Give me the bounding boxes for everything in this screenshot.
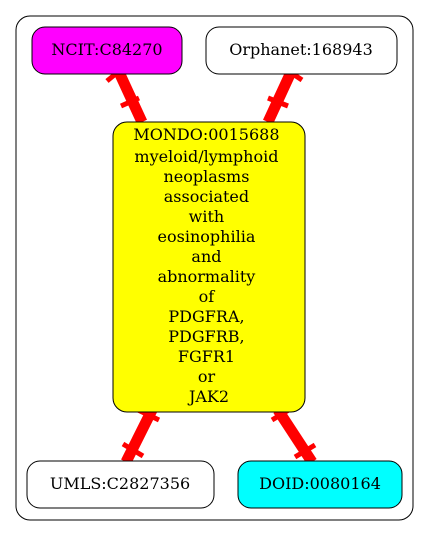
node-doid[interactable]: DOID:0080164 — [237, 460, 403, 509]
node-mondo-center[interactable]: MONDO:0015688 myeloid/lymphoid neoplasms… — [112, 121, 306, 413]
center-line-9: of — [199, 287, 216, 306]
center-line-12: FGFR1 — [178, 347, 235, 366]
cluster-frame — [15, 15, 414, 521]
center-line-8: abnormality — [158, 267, 256, 286]
node-umls-label: UMLS:C2827356 — [50, 474, 190, 493]
center-line-10: PDGFRA, — [168, 307, 244, 326]
node-mondo-box — [112, 121, 306, 413]
node-ncit-box — [31, 26, 183, 75]
edge-umls — [121, 407, 161, 465]
center-line-14: JAK2 — [187, 387, 229, 406]
edge-doid — [270, 405, 317, 466]
edge-ncit — [105, 65, 147, 125]
node-doid-label: DOID:0080164 — [259, 474, 381, 493]
center-line-6: eosinophilia — [158, 227, 256, 246]
center-line-1: MONDO:0015688 — [133, 125, 279, 144]
node-umls[interactable]: UMLS:C2827356 — [26, 460, 215, 509]
node-ncit-label: NCIT:C84270 — [51, 40, 162, 59]
center-line-5: with — [189, 207, 225, 226]
center-line-4: associated — [164, 187, 249, 206]
center-line-2: myeloid/lymphoid — [134, 147, 278, 166]
center-line-13: or — [198, 367, 216, 386]
node-orphanet[interactable]: Orphanet:168943 — [205, 26, 398, 75]
node-doid-box — [237, 460, 403, 509]
node-ncit[interactable]: NCIT:C84270 — [31, 26, 183, 75]
center-line-7: and — [191, 247, 221, 266]
center-line-11: PDGFRB, — [168, 327, 244, 346]
node-umls-box — [26, 460, 215, 509]
svg-text:MONDO:0015688 myeloid/ly: MONDO:0015688 myeloid/lymphoid neoplasms… — [133, 125, 284, 406]
node-orphanet-box — [205, 26, 398, 75]
node-orphanet-label: Orphanet:168943 — [229, 40, 373, 59]
center-line-3: neoplasms — [164, 167, 250, 186]
